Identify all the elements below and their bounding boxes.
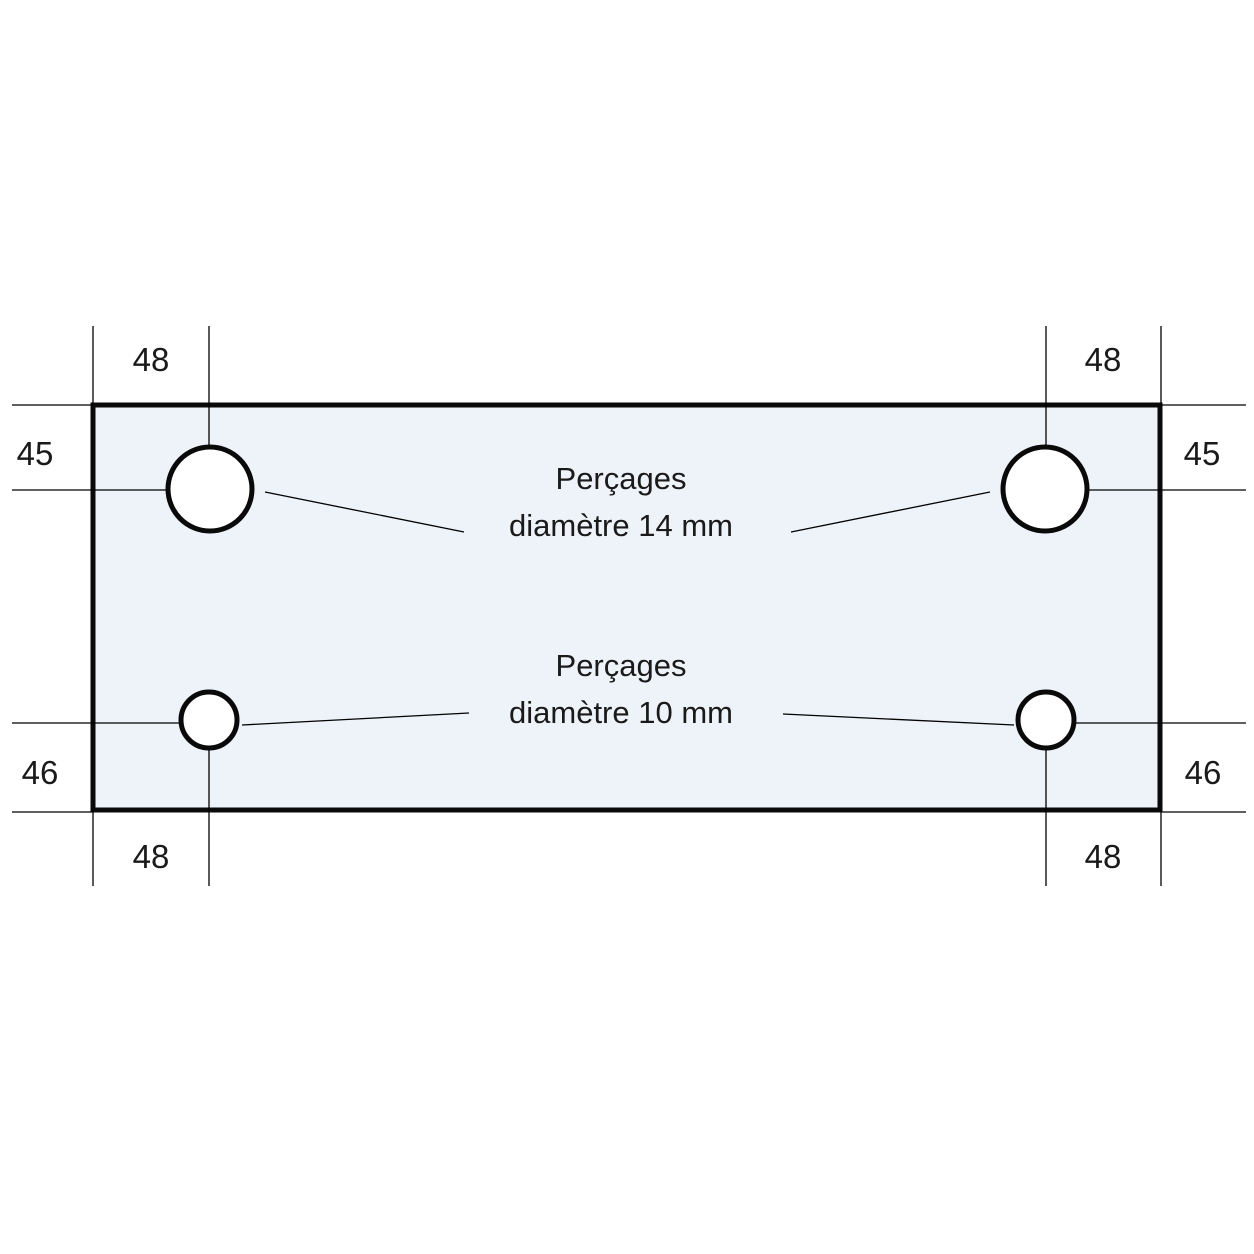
- dim-bottom-left: 48: [133, 838, 170, 875]
- dim-right-top: 45: [1184, 435, 1221, 472]
- leader-large-left: [264, 491, 465, 533]
- label-large-holes-line1: Perçages: [556, 461, 687, 496]
- hole-14mm-top-right: [1000, 444, 1090, 534]
- dim-top-right: 48: [1085, 341, 1122, 378]
- label-small-holes-line1: Perçages: [556, 648, 687, 683]
- dim-top-left: 48: [133, 341, 170, 378]
- hole-14mm-top-left: [165, 444, 255, 534]
- leader-small-right: [782, 713, 1015, 726]
- hole-labels: Perçages diamètre 14 mm Perçages diamètr…: [509, 461, 733, 730]
- label-large-holes-line2: diamètre 14 mm: [509, 508, 733, 543]
- dim-left-top: 45: [17, 435, 54, 472]
- holes: [165, 444, 1090, 751]
- label-small-holes-line2: diamètre 10 mm: [509, 695, 733, 730]
- leader-large-right: [790, 491, 991, 533]
- dim-right-bottom: 46: [1185, 754, 1222, 791]
- dim-left-bottom: 46: [22, 754, 59, 791]
- hole-10mm-bottom-right: [1015, 689, 1077, 751]
- dim-bottom-right: 48: [1085, 838, 1122, 875]
- hole-10mm-bottom-left: [178, 689, 240, 751]
- leader-lines: [241, 491, 1015, 726]
- plate: [90, 402, 1163, 813]
- dimension-values: 48 48 48 48 45 45 46 46: [17, 341, 1222, 875]
- dimension-lines: [12, 326, 1246, 886]
- leader-small-left: [241, 712, 470, 726]
